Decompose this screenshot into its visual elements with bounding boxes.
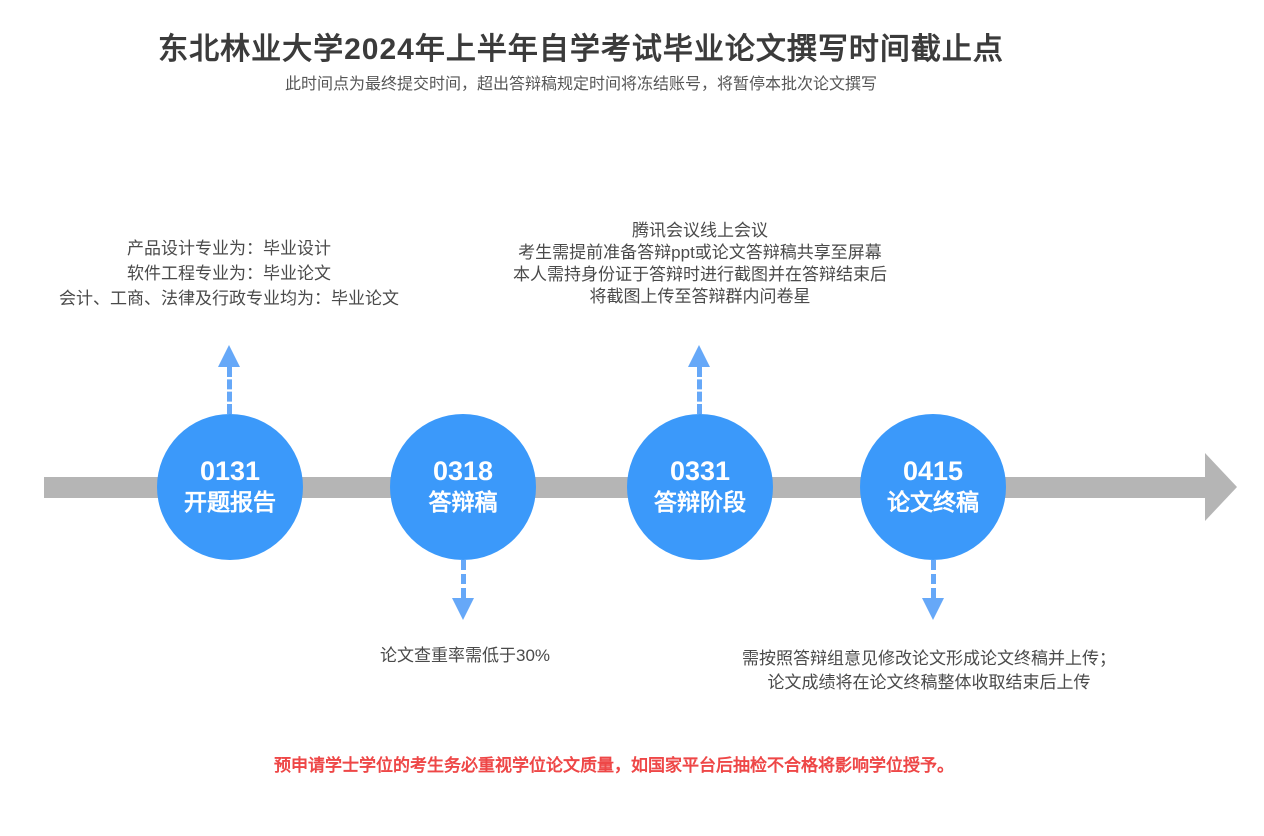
dashed-line	[226, 367, 232, 414]
node-date: 0415	[902, 456, 964, 486]
node-date: 0318	[432, 456, 494, 486]
dashed-arrow-down-node4	[922, 560, 944, 620]
annotation-line: 本人需持身份证于答辩时进行截图并在答辩结束后	[513, 265, 887, 284]
timeline-node-0331: 0331 答辩阶段	[627, 414, 773, 560]
node-date: 0131	[199, 456, 261, 486]
timeline-node-0131: 0131 开题报告	[157, 414, 303, 560]
annotation-line: 论文成绩将在论文终稿整体收取结束后上传	[767, 673, 1091, 692]
node-date: 0331	[669, 456, 731, 486]
annotation-line: 产品设计专业为：毕业设计	[127, 239, 331, 258]
arrowhead-down-icon	[452, 598, 474, 620]
dashed-arrow-up-node3	[688, 345, 710, 414]
arrowhead-down-icon	[922, 598, 944, 620]
annotation-plagiarism-check: 论文查重率需低于30%	[379, 646, 551, 665]
node-label: 论文终稿	[887, 489, 979, 515]
timeline-node-0318: 0318 答辩稿	[390, 414, 536, 560]
annotation-line: 需按照答辩组意见修改论文形成论文终稿并上传；	[742, 649, 1116, 668]
dashed-arrow-up-node1	[218, 345, 240, 414]
dashed-line	[930, 560, 936, 598]
annotation-final-draft: 需按照答辩组意见修改论文形成论文终稿并上传； 论文成绩将在论文终稿整体收取结束后…	[742, 647, 1116, 695]
annotation-line: 软件工程专业为：毕业论文	[127, 264, 331, 283]
node-label: 答辩阶段	[654, 489, 746, 515]
annotation-line: 考生需提前准备答辩ppt或论文答辩稿共享至屏幕	[518, 243, 882, 262]
timeline-node-0415: 0415 论文终稿	[860, 414, 1006, 560]
annotation-line: 将截图上传至答辩群内问卷星	[589, 287, 811, 306]
arrowhead-up-icon	[688, 345, 710, 367]
annotation-thesis-types: 产品设计专业为：毕业设计 软件工程专业为：毕业论文 会计、工商、法律及行政专业均…	[59, 236, 399, 311]
arrowhead-up-icon	[218, 345, 240, 367]
footer-warning: 预申请学士学位的考生务必重视学位论文质量，如国家平台后抽检不合格将影响学位授予。	[274, 756, 954, 775]
annotation-line: 会计、工商、法律及行政专业均为：毕业论文	[59, 289, 399, 308]
annotation-line: 腾讯会议线上会议	[632, 221, 768, 240]
node-label: 答辩稿	[428, 489, 498, 515]
page-title: 东北林业大学2024年上半年自学考试毕业论文撰写时间截止点	[158, 33, 1004, 66]
dashed-line	[460, 560, 466, 598]
dashed-line	[696, 367, 702, 414]
annotation-defense-meeting: 腾讯会议线上会议 考生需提前准备答辩ppt或论文答辩稿共享至屏幕 本人需持身份证…	[513, 220, 887, 308]
dashed-arrow-down-node2	[452, 560, 474, 620]
node-label: 开题报告	[184, 489, 276, 515]
page-subtitle: 此时间点为最终提交时间，超出答辩稿规定时间将冻结账号，将暂停本批次论文撰写	[284, 76, 878, 93]
timeline-arrowhead-icon	[1205, 453, 1237, 521]
